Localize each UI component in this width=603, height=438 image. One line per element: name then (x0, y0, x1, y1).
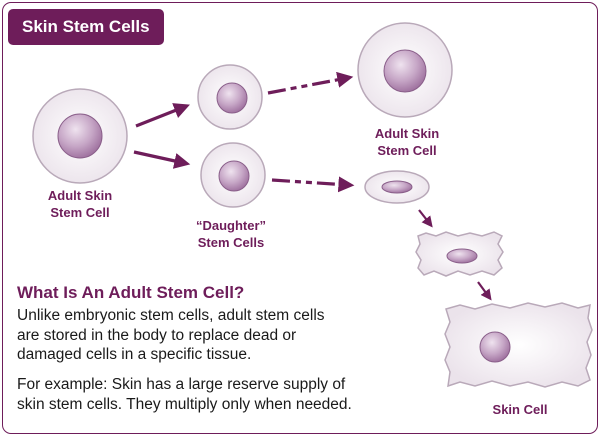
paragraph-line: damaged cells in a specific tissue. (17, 346, 252, 363)
arrow-to-daughter-top (135, 103, 190, 128)
label-line: Stem Cell (50, 205, 110, 220)
title-tab: Skin Stem Cells (8, 9, 164, 45)
label-skin-cell: Skin Cell (492, 402, 548, 417)
arrow-to-skin-cell (477, 281, 492, 301)
paragraph-line: Unlike embryonic stem cells, adult stem … (17, 307, 325, 324)
arrow-to-flattened-cell (271, 176, 355, 193)
adult-stem-cell-left (32, 88, 128, 184)
daughter-cell-top (197, 64, 263, 130)
paragraph-line: skin stem cells. They multiply only when… (17, 395, 352, 413)
paragraph-line: For example: Skin has a large reserve su… (17, 376, 346, 393)
info-paragraph-2: For example: Skin has a large reserve su… (17, 375, 352, 414)
paragraph-line: are stored in the body to replace dead o… (17, 326, 297, 344)
skin-cell (444, 302, 593, 388)
label-line: “Daughter” (195, 218, 267, 233)
info-heading: What Is An Adult Stem Cell? (17, 283, 245, 302)
daughter-cell-bottom (200, 142, 266, 208)
info-paragraph-1: Unlike embryonic stem cells, adult stem … (17, 306, 325, 365)
label-line: Stem Cells (197, 235, 265, 250)
label-line: Stem Cell (377, 143, 437, 158)
differentiating-cell (415, 231, 504, 277)
flattened-cell (364, 170, 430, 204)
arrow-to-adult-right (267, 71, 354, 95)
label-adult-stem-cell-right: Adult Skin Stem Cell (362, 125, 452, 159)
label-adult-stem-cell-left: Adult Skin Stem Cell (35, 187, 125, 221)
adult-stem-cell-right (357, 22, 453, 118)
label-line: Adult Skin (374, 126, 440, 141)
arrow-to-differentiating-cell (418, 209, 433, 228)
label-daughter-stem-cells: “Daughter” Stem Cells (186, 217, 276, 251)
arrow-to-daughter-bottom (133, 150, 191, 169)
label-line: Adult Skin (47, 188, 113, 203)
frame-border (2, 2, 598, 434)
